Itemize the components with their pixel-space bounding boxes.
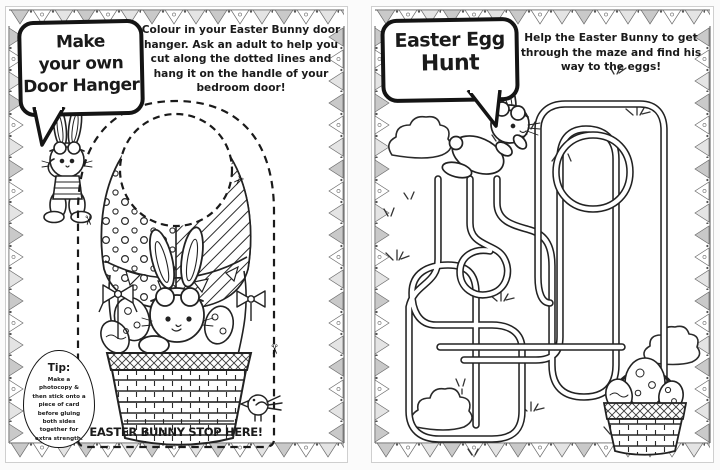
scissors-icon: ✂ [265, 343, 282, 356]
activity-instructions: Colour in your Easter Bunny door hanger.… [141, 24, 341, 95]
ribbon-bows [98, 284, 266, 339]
bunny-in-basket [138, 226, 205, 355]
door-hanger-illustration [76, 99, 283, 449]
title-speech-bubble: Make your own Door Hanger [17, 18, 145, 118]
title-line: Door Hanger [23, 74, 140, 97]
bush [643, 325, 701, 366]
hanger-basket [105, 352, 253, 446]
bunting-border-left [374, 26, 391, 443]
bunting-border-right [328, 26, 345, 443]
scissors-icon: ✂ [79, 214, 96, 227]
egg-basket-illustration [602, 357, 688, 456]
bird-illustration [239, 394, 283, 422]
hanger-caption: EASTER BUNNY STOP HERE! [89, 425, 263, 439]
left-page-door-hanger: Make your own Door Hanger Colour in your… [5, 6, 348, 463]
right-page-egg-hunt: Easter Egg Hunt Help the Easter Bunny to… [371, 6, 714, 463]
tip-egg: Tip: Make a photocopy & then stick onto … [23, 350, 95, 448]
bush [410, 387, 473, 431]
bunting-border-left [8, 26, 25, 443]
title-line: Easter Egg [394, 28, 505, 52]
title-line: Hunt [420, 50, 480, 77]
speech-bubble-tail [32, 107, 66, 147]
bush [388, 115, 452, 159]
hanger-cut-line [76, 99, 276, 449]
speech-bubble-tail [466, 90, 502, 128]
hanger-hole [118, 112, 234, 228]
title-line: Make [55, 31, 106, 53]
tip-body: Make a photocopy & then stick onto a pie… [32, 377, 86, 442]
title-line: your own [38, 52, 124, 75]
tip-heading: Tip: [47, 362, 71, 374]
activity-instructions: Help the Easter Bunny to get through the… [520, 32, 702, 74]
